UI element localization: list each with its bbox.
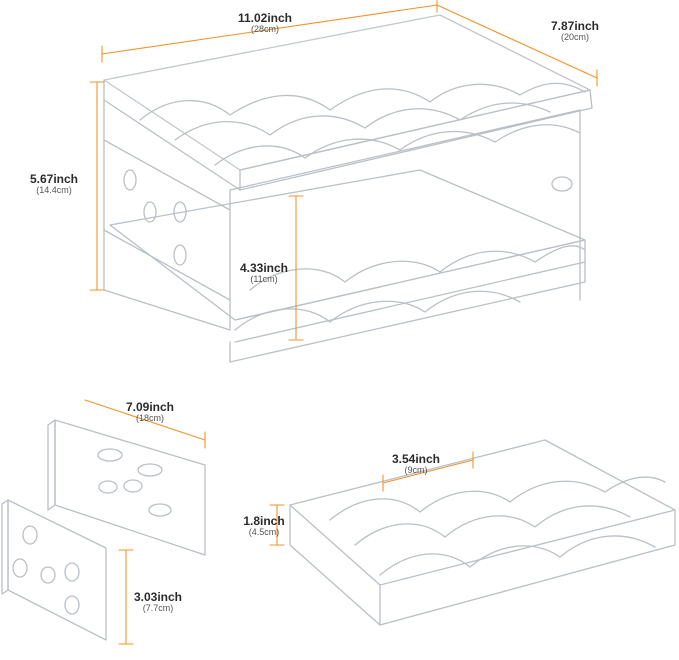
side-panel-short-drawing <box>1 499 107 641</box>
side-panel-long-drawing <box>47 419 206 556</box>
dimension-lines <box>84 0 598 645</box>
dim-label-side-long: 7.09inch (18cm) <box>125 400 175 423</box>
dimension-line-side-long <box>84 399 206 441</box>
dimension-line-width <box>101 4 438 55</box>
dim-label-tray-spacing: 3.54inch (9cm) <box>391 452 441 475</box>
dim-label-height-inner: 4.33inch (11cm) <box>239 261 289 284</box>
dim-label-side-height: 3.03inch (7.7cm) <box>133 590 183 613</box>
dim-label-width-top: 11.02inch (28cm) <box>237 11 293 34</box>
stacked-rack-drawing <box>103 14 593 363</box>
single-tray-drawing <box>289 439 676 626</box>
dim-label-tray-height: 1.8inch (4.5cm) <box>243 514 285 537</box>
dim-label-height-total: 5.67inch (14.4cm) <box>29 172 79 195</box>
dimension-line-depth <box>436 4 598 79</box>
dim-label-depth-top: 7.87inch (20cm) <box>550 19 600 42</box>
dimension-line-tray-spacing <box>382 459 474 484</box>
